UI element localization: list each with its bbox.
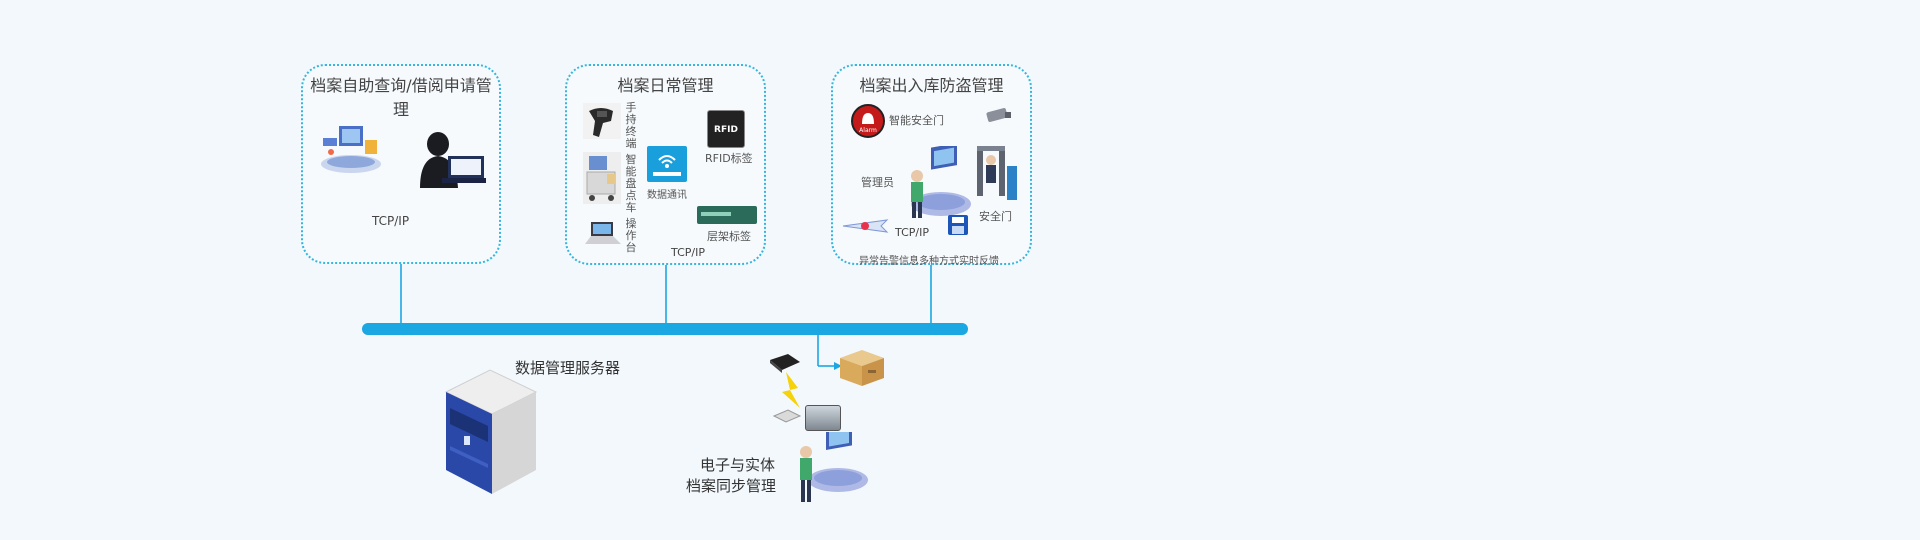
inventory-cart-icon xyxy=(583,152,621,204)
archive-box-icon xyxy=(840,350,884,386)
terminal-icon xyxy=(321,126,381,173)
data-comm-icon xyxy=(647,146,687,182)
sync-label-line2: 档案同步管理 xyxy=(686,477,777,495)
camera-icon xyxy=(986,108,1011,122)
arrow-to-box xyxy=(834,362,842,370)
user-at-laptop-icon xyxy=(420,132,486,188)
alarm-icon xyxy=(851,104,885,138)
network-bus xyxy=(362,323,968,335)
console-laptop-icon xyxy=(585,222,621,244)
gate-label: 安全门 xyxy=(979,210,1012,223)
sync-label-line1: 电子与实体 xyxy=(700,456,776,474)
corridor-photo-icon xyxy=(805,405,841,431)
admin-workstation-icon xyxy=(911,146,971,218)
panel-anti-theft: 档案出入库防盗管理 Alarm 智能安全门 管理员 xyxy=(831,64,1032,267)
panel-title: 档案出入库防盗管理 xyxy=(859,76,1004,95)
reader-device-icon xyxy=(770,354,800,373)
rfid-chip-text: RFID xyxy=(714,125,738,135)
inventory-cart-label: 智能盘点车 xyxy=(625,153,637,214)
panel-title: 档案日常管理 xyxy=(617,76,714,95)
sync-workstation-icon xyxy=(800,432,868,502)
rfid-tag-label: RFID标签 xyxy=(705,152,753,165)
feedback-label: 异常告警信息多种方式实时反馈 xyxy=(859,256,999,267)
panel-title: 档案自助查询/借阅申请管理 xyxy=(310,76,492,119)
admin-label: 管理员 xyxy=(861,176,894,189)
tcp-label: TCP/IP xyxy=(895,226,929,239)
panel-daily-management: 档案日常管理 手持终端 智能盘点车 操作台 xyxy=(565,64,766,265)
data-comm-label: 数据通讯 xyxy=(647,190,687,201)
rfid-chip-icon: RFID xyxy=(707,110,745,148)
handheld-label: 手持终端 xyxy=(625,101,637,150)
handheld-scanner-icon xyxy=(583,103,621,139)
server-icon xyxy=(444,369,538,494)
floppy-save-icon xyxy=(948,215,968,235)
shelf-tag-icon xyxy=(697,206,757,224)
security-gate-icon xyxy=(977,146,1017,200)
tcp-label: TCP/IP xyxy=(671,246,705,259)
airplane-icon xyxy=(842,219,889,233)
server-label: 数据管理服务器 xyxy=(515,359,621,377)
sensor-device-icon xyxy=(772,409,802,423)
lightning-icon xyxy=(782,372,800,408)
tcp-label: TCP/IP xyxy=(372,214,410,228)
shelf-tag-label: 层架标签 xyxy=(707,230,751,243)
alarm-text: Alarm xyxy=(859,127,877,134)
console-label: 操作台 xyxy=(625,217,637,254)
panel-self-service: 档案自助查询/借阅申请管理 TCP/IP xyxy=(301,64,501,264)
smart-gate-label: 智能安全门 xyxy=(889,114,944,127)
